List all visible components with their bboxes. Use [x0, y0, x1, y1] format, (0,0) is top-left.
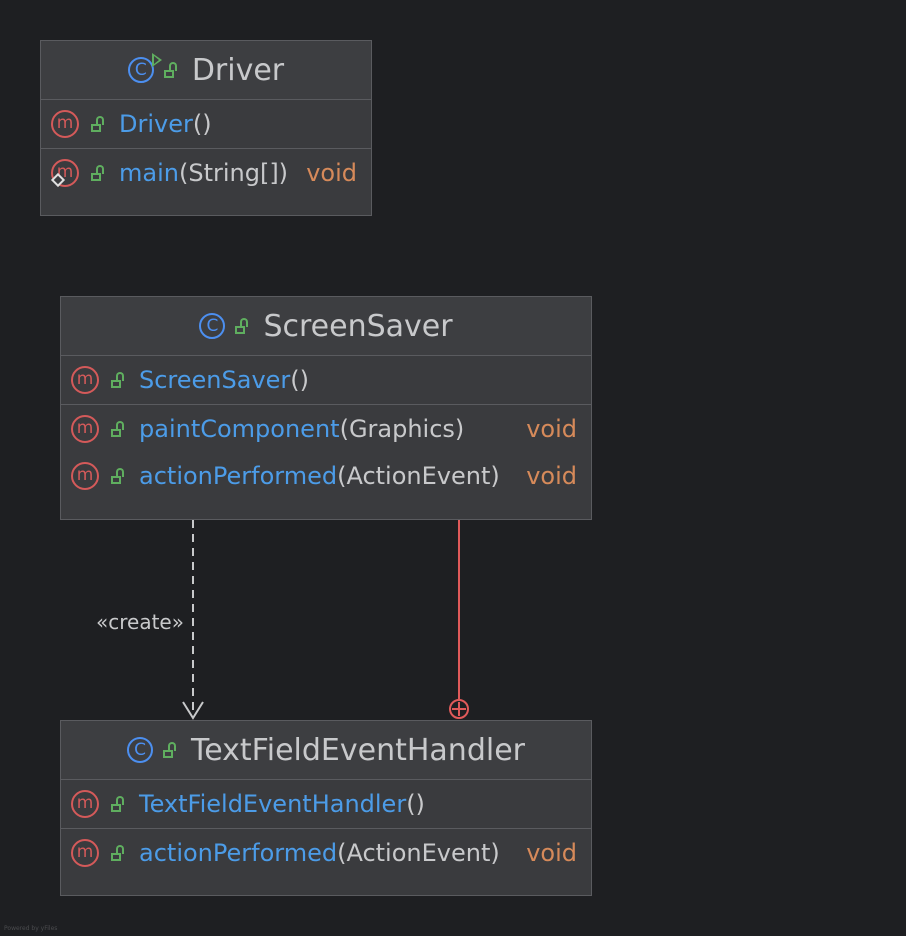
member-params: (ActionEvent) [337, 839, 500, 867]
member-name: actionPerformed [139, 462, 338, 490]
class-icon: C [127, 737, 153, 763]
member-params: (String[]) [178, 159, 289, 187]
method-icon: m [71, 366, 99, 394]
constructor-section: m TextFieldEventHandler () [61, 780, 591, 829]
public-lock-icon [91, 165, 105, 181]
method-icon: m [71, 790, 99, 818]
member-row[interactable]: m paintComponent (Graphics) void [61, 405, 591, 453]
create-label: «create» [96, 610, 184, 634]
public-lock-icon [111, 372, 125, 388]
class-header: C TextFieldEventHandler [61, 721, 591, 780]
return-type: void [526, 415, 577, 443]
return-type: void [526, 839, 577, 867]
method-section: m main (String[]) void [41, 149, 371, 197]
method-section: m actionPerformed (ActionEvent) void [61, 829, 591, 877]
member-name: main [119, 159, 179, 187]
member-params: () [192, 110, 212, 138]
public-lock-icon [163, 742, 177, 758]
public-lock-icon [91, 116, 105, 132]
class-header: C Driver [41, 41, 371, 100]
watermark: Powered by yFiles [4, 925, 58, 932]
return-type: void [526, 462, 577, 490]
class-header: C ScreenSaver [61, 297, 591, 356]
member-params: () [290, 366, 310, 394]
runnable-class-icon: C [127, 53, 162, 83]
member-name: paintComponent [139, 415, 340, 443]
member-row[interactable]: m Driver () [41, 100, 371, 148]
public-lock-icon [111, 796, 125, 812]
public-lock-icon [111, 845, 125, 861]
method-icon: m [71, 462, 99, 490]
method-section: m paintComponent (Graphics) void m actio… [61, 405, 591, 499]
member-params: () [406, 790, 425, 818]
class-name: ScreenSaver [263, 308, 453, 344]
class-name: Driver [191, 52, 285, 88]
member-row[interactable]: m ScreenSaver () [61, 356, 591, 404]
create-arrowhead [182, 701, 204, 720]
member-name: ScreenSaver [139, 366, 291, 394]
class-textfieldeventhandler[interactable]: C TextFieldEventHandler m TextFieldEvent… [60, 720, 592, 896]
member-row[interactable]: m actionPerformed (ActionEvent) void [61, 453, 591, 499]
public-lock-icon [111, 421, 125, 437]
public-lock-icon [235, 318, 249, 334]
constructor-section: m Driver () [41, 100, 371, 149]
public-lock-icon [111, 468, 125, 484]
member-name: Driver [119, 110, 193, 138]
method-icon: m [71, 415, 99, 443]
class-screensaver[interactable]: C ScreenSaver m ScreenSaver () m paintCo… [60, 296, 592, 520]
class-driver[interactable]: C Driver m Driver () m main (String[]) v… [40, 40, 372, 216]
member-row[interactable]: m TextFieldEventHandler () [61, 780, 591, 828]
method-icon: m [71, 839, 99, 867]
constructor-section: m ScreenSaver () [61, 356, 591, 405]
member-row[interactable]: m actionPerformed (ActionEvent) void [61, 829, 591, 877]
class-icon: C [199, 313, 226, 339]
member-row[interactable]: m main (String[]) void [41, 149, 371, 197]
member-params: (ActionEvent) [337, 462, 500, 490]
member-name: actionPerformed [139, 839, 338, 867]
member-params: (Graphics) [339, 415, 465, 443]
method-icon: m [51, 110, 79, 138]
public-lock-icon [163, 62, 178, 78]
return-type: void [306, 159, 357, 187]
member-name: TextFieldEventHandler [139, 790, 407, 818]
class-name: TextFieldEventHandler [191, 732, 525, 768]
